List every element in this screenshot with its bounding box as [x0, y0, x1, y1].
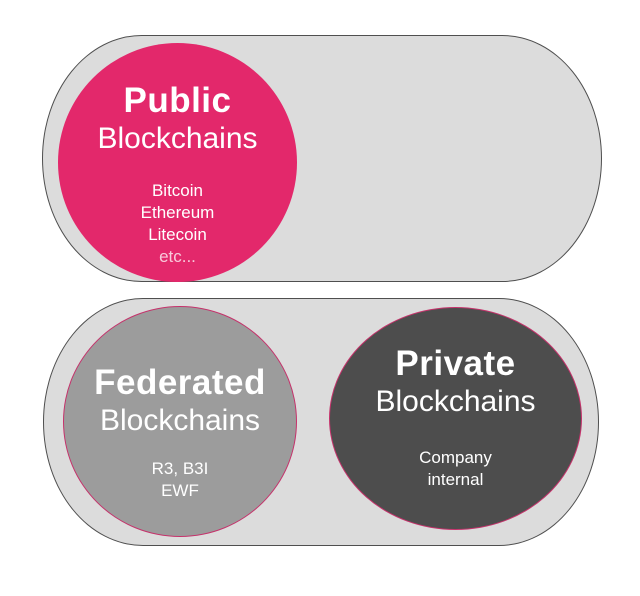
private-example-item: internal — [427, 469, 484, 489]
public-example-item: etc... — [159, 246, 196, 266]
private-examples-list: Company internal — [419, 447, 492, 491]
public-example-item: Bitcoin — [151, 180, 203, 200]
private-blockchains-circle: Private Blockchains Company internal — [329, 307, 582, 530]
federated-title: Federated — [94, 363, 266, 402]
federated-blockchains-circle: Federated Blockchains R3, B3I EWF — [63, 306, 297, 537]
federated-example-item: R3, B3I — [151, 458, 209, 478]
public-blockchains-circle: Public Blockchains Bitcoin Ethereum Lite… — [58, 43, 297, 282]
private-example-item: Company — [419, 447, 492, 467]
federated-subtitle: Blockchains — [99, 404, 261, 438]
private-subtitle: Blockchains — [375, 385, 536, 419]
public-blockchains-container: Public Blockchains Bitcoin Ethereum Lite… — [42, 35, 602, 282]
public-subtitle: Blockchains — [97, 122, 258, 156]
public-title: Public — [123, 81, 232, 120]
private-title: Private — [395, 344, 516, 383]
public-example-item: Litecoin — [148, 224, 207, 244]
public-examples-list: Bitcoin Ethereum Litecoin etc... — [141, 180, 215, 268]
permissioned-blockchains-container: Federated Blockchains R3, B3I EWF Privat… — [43, 298, 599, 546]
federated-examples-list: R3, B3I EWF — [152, 458, 209, 502]
federated-example-item: EWF — [161, 480, 199, 500]
public-example-item: Ethereum — [140, 202, 215, 222]
